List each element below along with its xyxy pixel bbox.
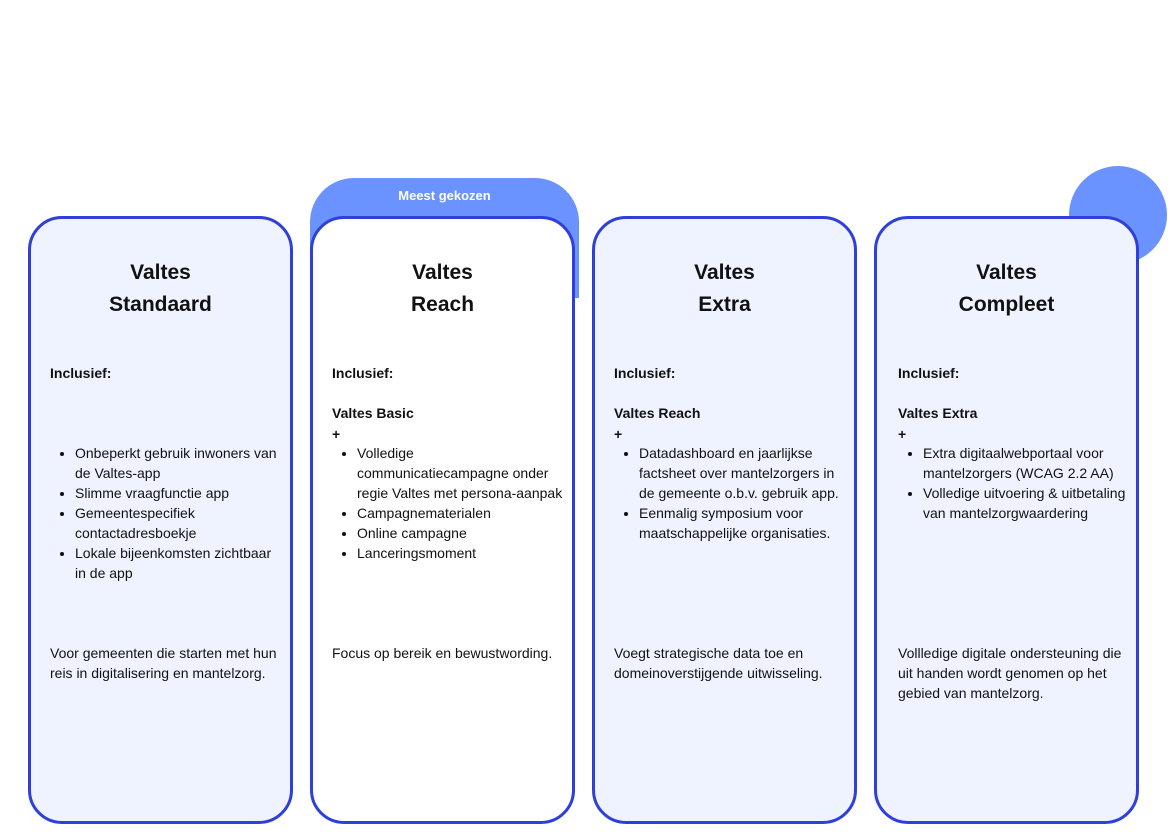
plus-sign: + bbox=[332, 426, 341, 442]
feature-item: Slimme vraagfunctie app bbox=[75, 483, 282, 503]
plan-summary: Voor gemeenten die starten met hun reis … bbox=[50, 645, 277, 681]
included-label: Inclusief: bbox=[614, 365, 676, 381]
feature-item: Campagnematerialen bbox=[357, 503, 564, 523]
plus-sign: + bbox=[614, 426, 623, 442]
feature-item: Lokale bijeenkomsten zichtbaar in de app bbox=[75, 543, 282, 583]
plan-title: Valtes Reach bbox=[313, 257, 572, 321]
plus-sign: + bbox=[898, 426, 907, 442]
plan-title: Valtes Compleet bbox=[877, 257, 1136, 321]
plan-title-line2: Standaard bbox=[109, 293, 212, 316]
plan-title: Valtes Extra bbox=[595, 257, 854, 321]
feature-list: Onbeperkt gebruik inwoners van de Valtes… bbox=[50, 443, 282, 583]
plan-title-line1: Valtes bbox=[976, 261, 1037, 284]
plan-title-line2: Compleet bbox=[958, 293, 1055, 316]
plan-summary: Vollledige digitale ondersteuning die ui… bbox=[898, 645, 1122, 701]
most-chosen-badge-label: Meest gekozen bbox=[398, 188, 491, 203]
base-plan-label: Valtes Basic bbox=[332, 405, 414, 421]
feature-item: Datadashboard en jaarlijkse factsheet ov… bbox=[639, 443, 846, 503]
base-plan-label: Valtes Reach bbox=[614, 405, 701, 421]
plan-card-compleet[interactable]: Valtes Compleet Inclusief: Valtes Extra … bbox=[874, 216, 1139, 824]
plan-title-line2: Reach bbox=[410, 293, 475, 316]
plan-title-line1: Valtes bbox=[130, 261, 191, 284]
feature-list: Extra digitaalwebportaal voor mantelzorg… bbox=[898, 443, 1128, 523]
plan-title: Valtes Standaard bbox=[31, 257, 290, 321]
feature-item: Online campagne bbox=[357, 523, 564, 543]
feature-item: Onbeperkt gebruik inwoners van de Valtes… bbox=[75, 443, 282, 483]
feature-item: Volledige uitvoering & uitbetaling van m… bbox=[923, 483, 1128, 523]
plan-summary: Focus op bereik en bewustwording. bbox=[332, 645, 553, 661]
included-label: Inclusief: bbox=[50, 365, 112, 381]
feature-item: Gemeentespecifiek contactadresboekje bbox=[75, 503, 282, 543]
plan-summary: Voegt strategische data toe en domeinove… bbox=[614, 645, 823, 681]
plan-card-standaard[interactable]: Valtes Standaard Inclusief: Onbeperkt ge… bbox=[28, 216, 293, 824]
feature-list: Volledige communicatiecampagne onder reg… bbox=[332, 443, 564, 563]
included-label: Inclusief: bbox=[898, 365, 960, 381]
plan-title-line1: Valtes bbox=[694, 261, 755, 284]
feature-item: Volledige communicatiecampagne onder reg… bbox=[357, 443, 564, 503]
plan-title-line1: Valtes bbox=[412, 261, 473, 284]
included-label: Inclusief: bbox=[332, 365, 394, 381]
feature-item: Lanceringsmoment bbox=[357, 543, 564, 563]
plan-card-extra[interactable]: Valtes Extra Inclusief: Valtes Reach + D… bbox=[592, 216, 857, 824]
plan-card-reach[interactable]: Valtes Reach Inclusief: Valtes Basic + V… bbox=[310, 216, 575, 824]
plan-title-line2: Extra bbox=[698, 293, 751, 316]
feature-list: Datadashboard en jaarlijkse factsheet ov… bbox=[614, 443, 846, 543]
feature-item: Extra digitaalwebportaal voor mantelzorg… bbox=[923, 443, 1128, 483]
base-plan-label: Valtes Extra bbox=[898, 405, 978, 421]
feature-item: Eenmalig symposium voor maatschappelijke… bbox=[639, 503, 846, 543]
